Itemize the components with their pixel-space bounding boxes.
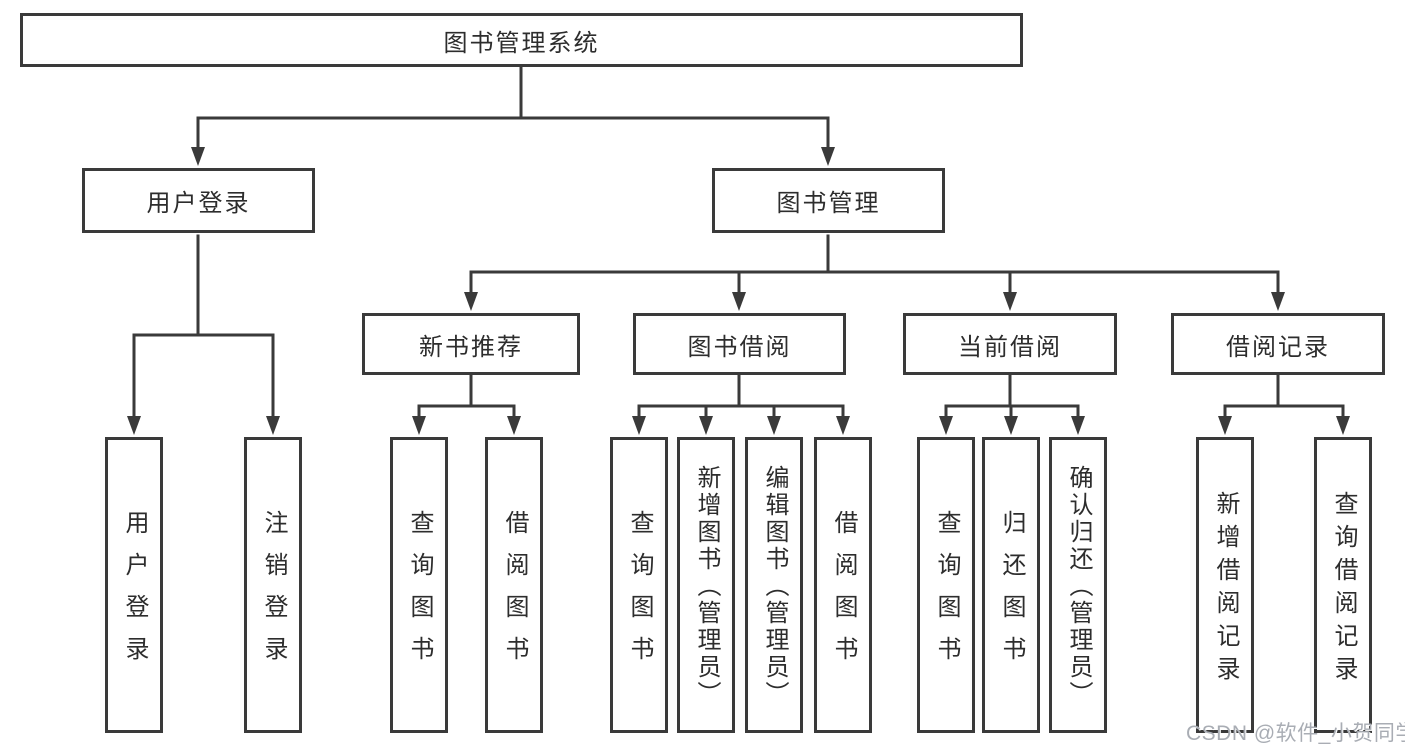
node-borrowing-records: 借阅记录 bbox=[1171, 313, 1385, 375]
node-library-system: 图书管理系统 bbox=[20, 13, 1023, 67]
leaf-user-login: 用户登录 bbox=[105, 437, 163, 733]
node-borrowing-records-label: 借阅记录 bbox=[1226, 333, 1330, 361]
arrowhead bbox=[464, 292, 478, 311]
arrowhead bbox=[632, 416, 646, 435]
leaf-borrowing-query-books-label: 查询图书 bbox=[626, 510, 653, 678]
leaf-logout: 注销登录 bbox=[244, 437, 302, 733]
arrowhead bbox=[412, 416, 426, 435]
node-new-book-recommend: 新书推荐 bbox=[362, 313, 580, 375]
leaf-logout-label: 注销登录 bbox=[260, 510, 287, 678]
arrowhead bbox=[732, 292, 746, 311]
leaf-borrowing-edit-books: 编辑图书（管理员） bbox=[745, 437, 803, 733]
leaf-recommend-borrow-books: 借阅图书 bbox=[485, 437, 543, 733]
arrowhead bbox=[767, 416, 781, 435]
leaf-user-login-label: 用户登录 bbox=[121, 510, 148, 678]
arrowhead bbox=[939, 416, 953, 435]
leaf-records-add-record: 新增借阅记录 bbox=[1196, 437, 1254, 733]
leaf-current-confirm-return-label: 确认归还（管理员） bbox=[1065, 465, 1092, 708]
node-library-system-label: 图书管理系统 bbox=[443, 29, 600, 57]
arrowhead bbox=[1218, 416, 1232, 435]
arrowhead bbox=[1271, 292, 1285, 311]
watermark: CSDN @软件_小贺同学 bbox=[1186, 722, 1405, 745]
leaf-recommend-query-books: 查询图书 bbox=[390, 437, 448, 733]
leaf-current-query-books: 查询图书 bbox=[917, 437, 975, 733]
arrowheads bbox=[127, 147, 1350, 435]
node-book-borrowing-label: 图书借阅 bbox=[687, 333, 792, 361]
leaf-current-return-books-label: 归还图书 bbox=[998, 510, 1025, 678]
leaf-current-return-books: 归还图书 bbox=[982, 437, 1040, 733]
node-book-management: 图书管理 bbox=[712, 168, 945, 233]
connector-bookmgmt-level3 bbox=[469, 234, 1280, 301]
arrowhead bbox=[1004, 416, 1018, 435]
node-current-borrowing: 当前借阅 bbox=[903, 313, 1117, 375]
leaf-borrowing-add-books: 新增图书（管理员） bbox=[677, 437, 735, 733]
node-book-management-label: 图书管理 bbox=[776, 190, 881, 217]
arrowhead bbox=[507, 416, 521, 435]
leaf-records-query-record-label: 查询借阅记录 bbox=[1330, 490, 1357, 689]
node-current-borrowing-label: 当前借阅 bbox=[958, 333, 1062, 361]
connector-newbook-leaves bbox=[417, 373, 516, 425]
arrowhead bbox=[1003, 292, 1017, 311]
leaf-recommend-borrow-books-label: 借阅图书 bbox=[501, 510, 528, 678]
connector-userlogin-leaves bbox=[132, 234, 275, 425]
arrowhead bbox=[266, 416, 280, 435]
connector-records-leaves bbox=[1223, 373, 1345, 425]
arrowhead bbox=[1071, 416, 1085, 435]
leaf-borrowing-borrow-books-label: 借阅图书 bbox=[830, 510, 857, 678]
leaf-borrowing-edit-books-label: 编辑图书（管理员） bbox=[761, 465, 788, 708]
connector-current-leaves bbox=[944, 373, 1080, 425]
node-user-login: 用户登录 bbox=[82, 168, 315, 233]
leaf-borrowing-add-books-label: 新增图书（管理员） bbox=[693, 465, 720, 708]
arrowhead bbox=[1336, 416, 1350, 435]
leaf-recommend-query-books-label: 查询图书 bbox=[406, 510, 433, 678]
arrowhead bbox=[821, 147, 835, 166]
connector-borrowing-leaves bbox=[637, 373, 845, 425]
node-book-borrowing: 图书借阅 bbox=[633, 313, 846, 375]
arrowhead bbox=[836, 416, 850, 435]
leaf-borrowing-query-books: 查询图书 bbox=[610, 437, 668, 733]
leaf-borrowing-borrow-books: 借阅图书 bbox=[814, 437, 872, 733]
arrowhead bbox=[127, 416, 141, 435]
node-new-book-recommend-label: 新书推荐 bbox=[419, 333, 523, 361]
arrowhead bbox=[191, 147, 205, 166]
node-user-login-label: 用户登录 bbox=[146, 190, 251, 217]
leaf-records-add-record-label: 新增借阅记录 bbox=[1212, 490, 1239, 689]
leaf-current-query-books-label: 查询图书 bbox=[933, 510, 960, 678]
connector-root-level2 bbox=[196, 65, 830, 156]
leaf-current-confirm-return: 确认归还（管理员） bbox=[1049, 437, 1107, 733]
arrowhead bbox=[699, 416, 713, 435]
leaf-records-query-record: 查询借阅记录 bbox=[1314, 437, 1372, 733]
